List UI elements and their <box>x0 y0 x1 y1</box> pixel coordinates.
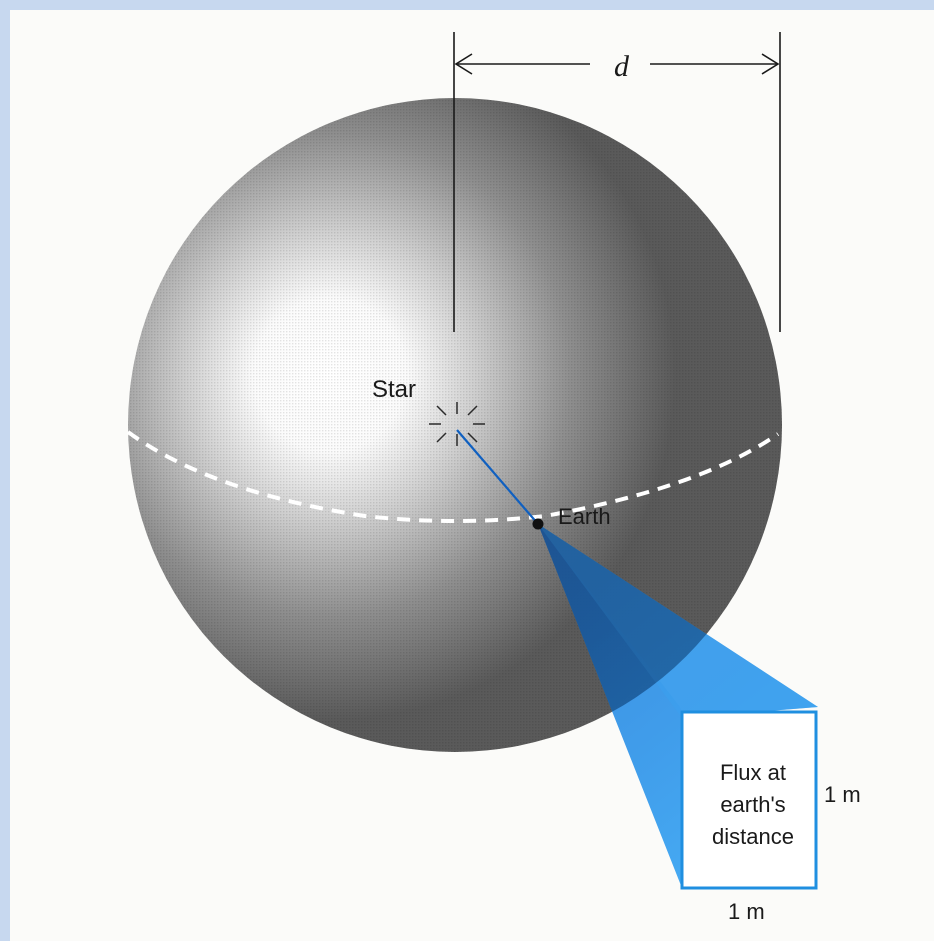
figure-panel: d Star Earth Flux at earth's distance 1 … <box>10 10 934 941</box>
star-icon <box>429 402 485 446</box>
flux-label-line: distance <box>712 824 794 849</box>
light-ray <box>456 429 539 525</box>
distance-dimension <box>453 32 781 332</box>
flux-sphere-diagram <box>126 32 818 890</box>
earth-dot <box>532 518 544 530</box>
square-side-label-right: 1 m <box>824 782 861 807</box>
flux-label-line: Flux at <box>719 760 787 785</box>
cone-top-face <box>538 524 818 718</box>
flux-square <box>680 710 818 890</box>
square-side-label-bottom: 1 m <box>728 899 765 924</box>
earth-label: Earth <box>558 504 611 529</box>
star-label: Star <box>372 376 417 403</box>
flux-label-line: earth's <box>720 792 786 817</box>
flux-label: Flux at earth's distance <box>690 757 816 853</box>
distance-label: d <box>614 50 629 83</box>
sphere-equator <box>126 430 780 523</box>
